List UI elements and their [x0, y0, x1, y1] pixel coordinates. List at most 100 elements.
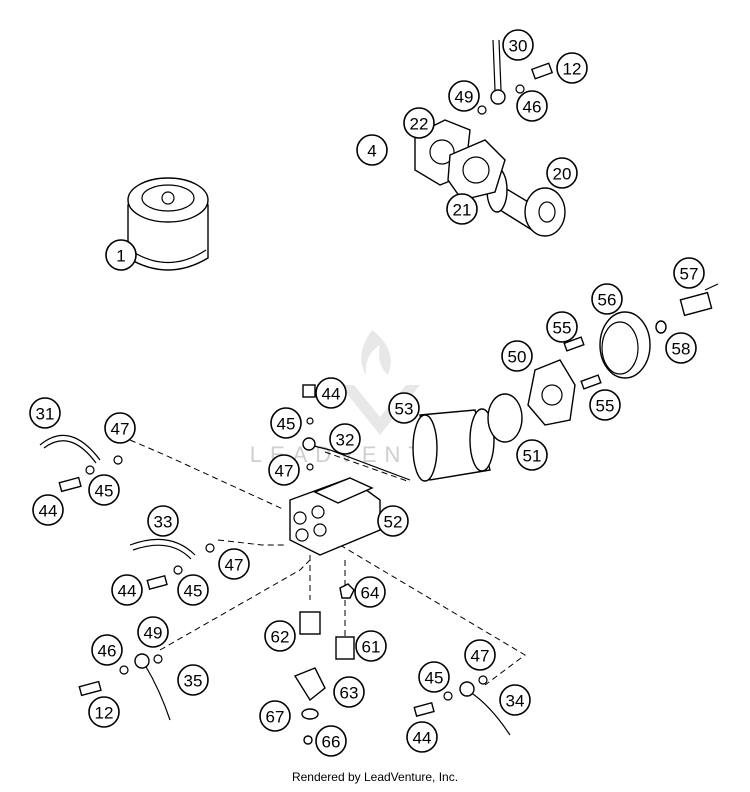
- callout-number: 49: [455, 88, 474, 107]
- callout-number: 31: [36, 405, 55, 424]
- callout-number: 12: [95, 704, 114, 723]
- callout-66: 66: [315, 725, 347, 757]
- callout-number: 66: [322, 733, 341, 752]
- callout-number: 47: [471, 647, 490, 666]
- hose-31: [39, 434, 101, 461]
- leader-lines: [129, 439, 526, 686]
- callout-21: 21: [446, 193, 478, 225]
- callout-circle: [32, 494, 64, 526]
- callout-circle: [264, 620, 296, 652]
- callout-47: 47: [218, 548, 250, 580]
- filter-53: [412, 408, 495, 482]
- callout-45: 45: [177, 574, 209, 606]
- callout-number: 50: [508, 348, 527, 367]
- callout-number: 44: [413, 729, 432, 748]
- callout-4: 4: [356, 134, 388, 166]
- callout-number: 35: [184, 672, 203, 691]
- callout-number: 21: [453, 201, 472, 220]
- callout-circle: [665, 332, 697, 364]
- callout-number: 49: [144, 624, 163, 643]
- callout-63: 63: [333, 676, 365, 708]
- callout-circle: [516, 439, 548, 471]
- callout-circle: [546, 157, 578, 189]
- callout-64: 64: [354, 576, 386, 608]
- callout-circle: [406, 721, 438, 753]
- callout-47: 47: [268, 454, 300, 486]
- callout-51: 51: [516, 439, 548, 471]
- callout-circle: [464, 639, 496, 671]
- callout-number: 55: [596, 397, 615, 416]
- pipe-34: [469, 691, 511, 736]
- callout-62: 62: [264, 620, 296, 652]
- callout-44: 44: [315, 377, 347, 409]
- gasket-21: [447, 139, 506, 201]
- callout-circle: [333, 676, 365, 708]
- callout-12: 12: [556, 52, 588, 84]
- callout-58: 58: [665, 332, 697, 364]
- cover-50: [527, 359, 576, 426]
- callout-number: 47: [225, 556, 244, 575]
- callout-circle: [499, 684, 531, 716]
- callout-circle: [88, 474, 120, 506]
- callout-circle: [377, 505, 409, 537]
- callout-44: 44: [111, 574, 143, 606]
- callout-22: 22: [403, 107, 435, 139]
- callout-45: 45: [270, 407, 302, 439]
- callout-circle: [270, 407, 302, 439]
- callout-circle: [268, 454, 300, 486]
- callout-number: 45: [425, 669, 444, 688]
- callout-number: 44: [322, 385, 341, 404]
- callout-31: 31: [29, 397, 61, 429]
- oil-filter-spin-on: [127, 177, 209, 271]
- callout-55: 55: [546, 311, 578, 343]
- callout-circle: [177, 664, 209, 696]
- callout-number: 22: [410, 115, 429, 134]
- callout-55: 55: [589, 389, 621, 421]
- callout-circle: [91, 634, 123, 666]
- callout-circle: [502, 29, 534, 61]
- nut-64: [339, 583, 355, 599]
- callout-50: 50: [501, 340, 533, 372]
- callout-49: 49: [448, 80, 480, 112]
- callout-number: 47: [275, 462, 294, 481]
- callout-52: 52: [377, 505, 409, 537]
- callout-number: 62: [271, 628, 290, 647]
- callout-circle: [589, 389, 621, 421]
- callout-44: 44: [406, 721, 438, 753]
- callout-circle: [446, 193, 478, 225]
- washers: [85, 84, 525, 701]
- callout-circle: [259, 700, 291, 732]
- bolt-44-top: [302, 384, 316, 398]
- callout-number: 45: [184, 582, 203, 601]
- callout-12: 12: [88, 696, 120, 728]
- bolt-44-right: [413, 701, 435, 718]
- bracket-63: [293, 667, 326, 702]
- pump-52: [289, 477, 381, 556]
- callout-46: 46: [516, 90, 548, 122]
- callout-circle: [137, 616, 169, 648]
- callout-35: 35: [177, 664, 209, 696]
- callout-45: 45: [418, 661, 450, 693]
- callout-47: 47: [464, 639, 496, 671]
- callout-number: 20: [553, 165, 572, 184]
- bolt-55-upper: [563, 336, 585, 352]
- pipe-35: [144, 664, 171, 721]
- callout-number: 63: [340, 684, 359, 703]
- callout-circle: [556, 52, 588, 84]
- callout-number: 52: [384, 513, 403, 532]
- callout-number: 32: [336, 431, 355, 450]
- callout-number: 44: [118, 582, 137, 601]
- callout-circle: [501, 340, 533, 372]
- callout-33: 33: [147, 505, 179, 537]
- bolt-44-left: [58, 476, 82, 493]
- callout-circle: [147, 505, 179, 537]
- callout-circle: [329, 423, 361, 455]
- callout-number: 33: [154, 513, 173, 532]
- callout-number: 51: [523, 447, 542, 466]
- bolt-12-top: [530, 62, 554, 80]
- callout-circle: [354, 576, 386, 608]
- callout-number: 1: [116, 247, 125, 266]
- callout-number: 45: [95, 482, 114, 501]
- banjo-34: [459, 681, 475, 697]
